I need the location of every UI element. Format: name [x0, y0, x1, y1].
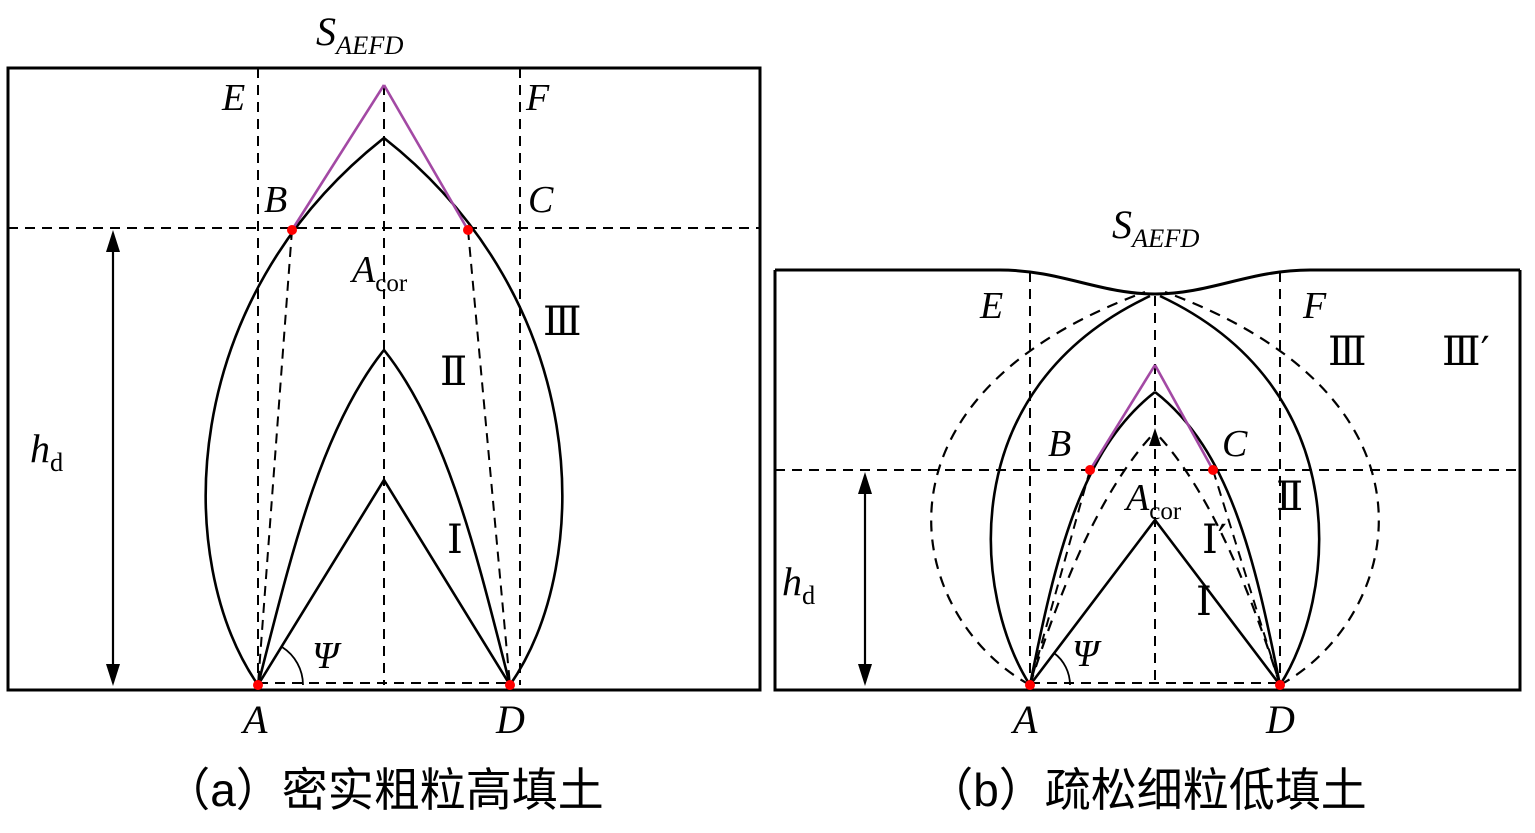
zone-i-label-a: Ⅰ: [447, 517, 463, 563]
hd-height-label-a: hd: [30, 426, 63, 477]
surface-area-label-b: SAEFD: [1112, 202, 1199, 253]
equivalent-surface-left-a: [290, 84, 386, 231]
surface-area-label-a: SAEFD: [316, 9, 403, 60]
equivalent-surface-left-b: [1088, 364, 1157, 471]
point-C-label-b: C: [1222, 423, 1248, 465]
point-D-dot-a: [505, 680, 515, 690]
psi-angle-arc-a: [281, 646, 304, 686]
caption-a: （a）密实粗粒高填土: [164, 764, 604, 816]
zone-iii-label-a: Ⅲ: [543, 299, 582, 345]
zone-ii-label-b: Ⅱ: [1276, 474, 1303, 520]
slip-surface-i-a: [256, 477, 512, 686]
equivalent-surface-right-b: [1153, 364, 1215, 471]
slip-surface-iii-prime-left-b: [930, 290, 1146, 686]
point-A-dot-a: [253, 680, 263, 690]
slant-CD-b: [1212, 469, 1281, 686]
figure-a: SAEFD E F B C Acor Ⅲ Ⅱ Ⅰ Ψ A D hd （a）密实粗…: [6, 9, 762, 816]
point-B-label-a: B: [264, 179, 287, 221]
slip-surface-i-prime-left-b: [1028, 431, 1156, 686]
arrow-down-icon: [858, 664, 872, 686]
zone-i-label-b: Ⅰ: [1196, 579, 1212, 625]
slant-BA-a: [257, 229, 293, 686]
psi-angle-label-a: Ψ: [312, 635, 342, 677]
slip-surface-iii-left-b: [989, 294, 1151, 686]
zone-iii-label-b: Ⅲ: [1328, 329, 1367, 375]
apex-Acor-label-a: Acor: [349, 249, 408, 297]
point-E-label-b: E: [979, 285, 1003, 327]
point-B-dot-b: [1085, 465, 1095, 475]
arrow-up-icon: [106, 230, 120, 252]
point-A-dot-b: [1025, 680, 1035, 690]
point-C-dot-a: [463, 225, 473, 235]
point-B-dot-a: [287, 225, 297, 235]
point-F-label-a: F: [525, 77, 550, 119]
point-D-dot-b: [1275, 680, 1285, 690]
hd-height-label-b: hd: [782, 559, 815, 610]
point-B-label-b: B: [1048, 423, 1071, 465]
slip-surface-ii-left-a: [256, 349, 386, 686]
equivalent-surface-right-a: [382, 84, 470, 231]
point-D-label-a: D: [495, 697, 525, 742]
point-C-label-a: C: [528, 179, 554, 221]
slip-surface-iii-prime-right-b: [1164, 290, 1380, 686]
point-E-label-a: E: [221, 77, 245, 119]
slip-surface-iii-right-b: [1159, 294, 1321, 686]
slip-surface-ii-left-b: [1028, 390, 1156, 686]
psi-angle-arc-b: [1053, 652, 1071, 686]
zone-iii-prime-label-b: Ⅲ′: [1442, 329, 1490, 375]
psi-angle-label-b: Ψ: [1072, 633, 1102, 675]
slip-surface-ii-right-b: [1154, 390, 1282, 686]
point-A-label-b: A: [1010, 697, 1038, 742]
slip-surface-i-b: [1028, 517, 1282, 686]
arrow-up-icon: [858, 472, 872, 494]
caption-b: （b）疏松细粒低填土: [927, 764, 1367, 816]
zone-i-prime-label-b: Ⅰ′: [1202, 517, 1227, 563]
slant-CD-a: [467, 229, 511, 686]
zone-ii-label-a: Ⅱ: [440, 349, 467, 395]
slant-BA-b: [1029, 469, 1091, 686]
figure-b: SAEFD E F B C Acor Ⅲ Ⅲ′ Ⅱ Ⅰ′ Ⅰ Ψ A D hd …: [773, 202, 1522, 816]
slip-surface-iii-left-a: [204, 136, 385, 686]
settled-surface-b: [775, 268, 1520, 296]
apex-rise-arrow-icon: [1149, 428, 1161, 446]
slip-surface-ii-right-a: [382, 349, 512, 686]
fill-boundary-box-a: [6, 66, 762, 692]
point-C-dot-b: [1208, 465, 1218, 475]
apex-Acor-label-b: Acor: [1123, 477, 1182, 525]
slip-surface-iii-right-a: [383, 136, 564, 686]
point-D-label-b: D: [1265, 697, 1295, 742]
point-A-label-a: A: [240, 697, 268, 742]
fill-boundary-box-b: [773, 270, 1522, 692]
slip-surface-i-prime-right-b: [1154, 431, 1282, 686]
arrow-down-icon: [106, 664, 120, 686]
point-F-label-b: F: [1302, 285, 1327, 327]
